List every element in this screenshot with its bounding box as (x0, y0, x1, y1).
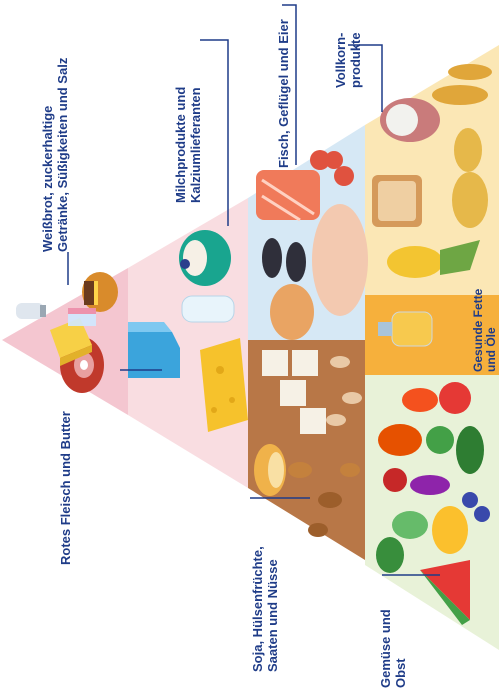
salmon-illustration (256, 170, 320, 220)
label-wholegrain-line2: produkte (348, 32, 363, 88)
label-fish: Fisch, Geflügel und Eier (276, 19, 291, 168)
label-sweets: Weißbrot, zuckerhaltige Getränke, Süßigk… (40, 58, 70, 252)
salt-shaker-illustration (16, 303, 46, 319)
label-fats-line2: und Öle (485, 289, 498, 372)
label-dairy-line1: Milchprodukte und (173, 87, 188, 203)
label-wholegrain-line1: Vollkorn- (333, 32, 348, 88)
label-veg-line2: Obst (393, 609, 408, 688)
label-soy-line1: Soja, Hülsenfrüchte, (250, 546, 265, 672)
label-sweets-line1: Weißbrot, zuckerhaltige (40, 58, 55, 252)
chicken-breast-illustration (312, 204, 368, 316)
yogurt-bowl-illustration (179, 230, 231, 286)
label-dairy: Milchprodukte und Kalziumlieferanten (173, 87, 203, 203)
drink-glass-illustration (68, 308, 96, 326)
burger-illustration (82, 272, 118, 312)
label-red-meat: Rotes Fleisch und Butter (58, 411, 73, 565)
label-veg-line1: Gemüse und (378, 609, 393, 688)
label-red-meat-line1: Rotes Fleisch und Butter (58, 411, 73, 565)
cheese-illustration (200, 338, 248, 432)
label-sweets-line2: Getränke, Süßigkeiten und Salz (55, 58, 70, 252)
label-soy: Soja, Hülsenfrüchte, Saaten und Nüsse (250, 546, 280, 672)
label-dairy-line2: Kalziumlieferanten (188, 87, 203, 203)
label-fish-line1: Fisch, Geflügel und Eier (276, 19, 291, 168)
label-wholegrain: Vollkorn- produkte (333, 32, 363, 88)
rice-bowl-illustration (380, 98, 440, 142)
egg-illustration (270, 284, 314, 340)
label-fats: Gesunde Fette und Öle (472, 289, 498, 372)
milk-glass-illustration (182, 296, 234, 322)
label-soy-line2: Saaten und Nüsse (265, 546, 280, 672)
bread-illustration (372, 175, 422, 227)
label-veg: Gemüse und Obst (378, 609, 408, 688)
seeds-bowl-illustration (254, 444, 286, 496)
